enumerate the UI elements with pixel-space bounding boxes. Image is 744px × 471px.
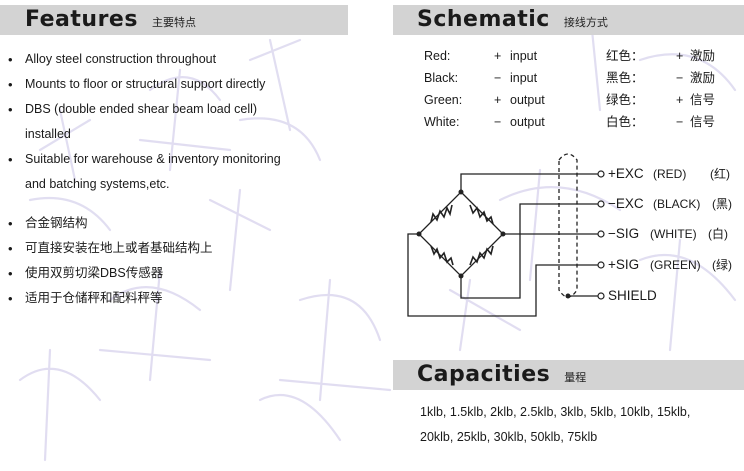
schematic-header: Schematic 接线方式 <box>393 5 744 35</box>
terminal-plus-exc: +EXC (RED) (红) <box>608 166 730 182</box>
terminal-minus-exc: −EXC (BLACK) (黑) <box>608 196 732 212</box>
shield-oval <box>558 153 578 298</box>
capacities-subtitle: 量程 <box>564 371 587 384</box>
bridge-diamond <box>418 191 504 277</box>
terminal-signal: −EXC <box>608 196 644 211</box>
terminal-circle <box>597 230 605 238</box>
terminal-signal: SHIELD <box>608 288 657 303</box>
wire-color-en: Green: <box>424 93 463 107</box>
wire-function-zh: 激励 <box>690 49 716 63</box>
terminal-color-en: (RED) <box>653 167 687 181</box>
terminal-signal: +SIG <box>608 257 640 272</box>
terminal-plus-sig: +SIG (GREEN) (绿) <box>608 257 732 273</box>
wire-function-zh: 激励 <box>690 71 716 85</box>
feature-text: Suitable for warehouse & inventory monit… <box>25 152 281 166</box>
capacities-title: Capacities <box>417 362 551 387</box>
feature-text: DBS (double ended shear beam load cell) <box>25 102 258 116</box>
features-subtitle: 主要特点 <box>151 16 196 29</box>
wire-color-zh: 红色： <box>606 49 644 63</box>
wire-color-en: Black: <box>424 71 459 85</box>
wire-color-zh: 黑色： <box>606 71 644 85</box>
terminal-color-zh: (绿) <box>712 258 732 272</box>
terminal-circle <box>597 200 605 208</box>
wire-sign: − <box>494 71 502 85</box>
terminal-color-en: (BLACK) <box>653 197 701 211</box>
wire-sign: + <box>494 49 502 63</box>
capacities-line: 1klb, 1.5klb, 2klb, 2.5klb, 3klb, 5klb, … <box>420 405 691 419</box>
terminal-circle <box>597 292 605 300</box>
wire-sign-zh: + <box>676 49 684 63</box>
feature-item-zh: 合金钢结构 <box>8 211 338 236</box>
wire-color-en: Red: <box>424 49 451 63</box>
feature-text-cont: and batching systems,etc. <box>25 177 170 191</box>
feature-item: Alloy steel construction throughout <box>8 47 338 72</box>
capacities-line: 20klb, 25klb, 30klb, 50klb, 75klb <box>420 430 598 444</box>
wire-function-en: output <box>510 93 545 107</box>
terminal-signal: −SIG <box>608 226 640 241</box>
feature-item: Mounts to floor or structural support di… <box>8 72 338 97</box>
features-list: Alloy steel construction throughout Moun… <box>8 47 338 311</box>
terminal-minus-sig: −SIG (WHITE) (白) <box>608 226 728 242</box>
feature-text-cont: installed <box>25 127 71 141</box>
resistor-bottom-right <box>469 245 494 266</box>
capacities-list: 1klb, 1.5klb, 2klb, 2.5klb, 3klb, 5klb, … <box>420 400 740 450</box>
features-title: Features <box>25 7 138 32</box>
feature-item: DBS (double ended shear beam load cell) i… <box>8 97 338 147</box>
wire-function-zh: 信号 <box>690 115 716 129</box>
terminal-circle <box>597 170 605 178</box>
wire-sign: + <box>494 93 502 107</box>
bridge-schematic <box>407 153 605 317</box>
schematic-subtitle: 接线方式 <box>563 16 608 29</box>
wire-function-zh: 信号 <box>690 93 716 107</box>
wire-function-en: input <box>510 71 538 85</box>
wire-minus-exc <box>460 203 598 299</box>
terminal-circle <box>597 261 605 269</box>
feature-item-zh: 使用双剪切梁DBS传感器 <box>8 261 338 286</box>
capacities-header: Capacities 量程 <box>393 360 744 390</box>
wire-function-en: output <box>510 115 545 129</box>
terminal-color-en: (GREEN) <box>650 258 701 272</box>
wire-sign: − <box>494 115 502 129</box>
features-header: Features 主要特点 <box>0 5 348 35</box>
feature-item: Suitable for warehouse & inventory monit… <box>8 147 338 197</box>
terminal-color-zh: (白) <box>708 227 728 241</box>
wire-color-zh: 绿色： <box>606 93 644 107</box>
resistor-top-left <box>430 204 453 223</box>
wire-sign-zh: − <box>676 71 684 85</box>
resistor-top-right <box>469 204 494 225</box>
wire-color-zh: 白色： <box>606 115 644 129</box>
terminal-color-en: (WHITE) <box>650 227 697 241</box>
wire-sign-zh: + <box>676 93 684 107</box>
resistor-bottom-left <box>430 245 454 266</box>
wire-plus-exc <box>460 173 598 192</box>
wire-sign-zh: − <box>676 115 684 129</box>
wire-function-en: input <box>510 49 538 63</box>
schematic-title: Schematic <box>417 7 550 32</box>
wire-color-en: White: <box>424 115 460 129</box>
feature-item-zh: 可直接安装在地上或者基础结构上 <box>8 236 338 261</box>
terminal-color-zh: (黑) <box>712 197 732 211</box>
terminal-signal: +EXC <box>608 166 644 181</box>
wire-plus-sig <box>407 233 598 317</box>
feature-item-zh: 适用于仓储秤和配料秤等 <box>8 286 338 311</box>
terminal-shield: SHIELD <box>608 288 657 304</box>
terminal-color-zh: (红) <box>710 167 730 181</box>
